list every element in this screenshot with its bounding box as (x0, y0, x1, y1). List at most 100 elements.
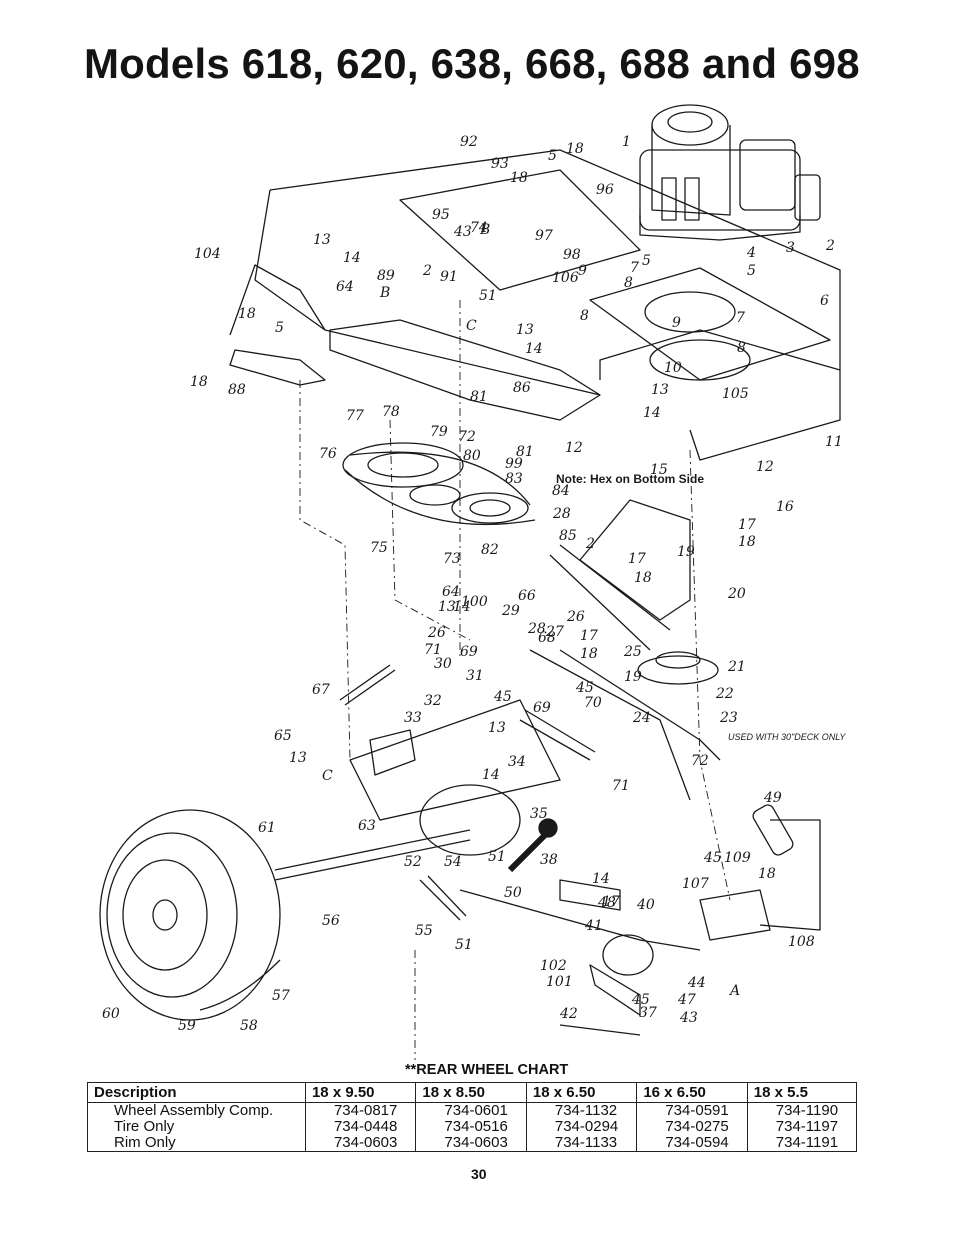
part-label: 18 (738, 534, 756, 550)
part-label: 7 (736, 310, 745, 326)
part-label: 85 (559, 528, 577, 544)
page-title: Models 618, 620, 638, 668, 688 and 698 (84, 40, 860, 87)
table-cell: 734-0601 (415, 1102, 527, 1119)
part-label: 2 (825, 238, 835, 254)
part-label: 12 (565, 440, 583, 456)
part-label: 66 (518, 588, 536, 604)
part-label: 5 (275, 320, 284, 336)
table-row: Rim Only 734-0603 734-0603 734-1133 734-… (87, 1135, 858, 1152)
part-label: 86 (513, 380, 531, 396)
part-label: 97 (535, 228, 553, 244)
part-label: 51 (455, 937, 473, 953)
rear-wheel-chart-table: Description 18 x 9.50 18 x 8.50 18 x 6.5… (87, 1082, 858, 1152)
part-label: 30 (434, 656, 452, 672)
rear-wheel-chart-heading: **REAR WHEEL CHART (405, 1062, 569, 1078)
table-row: Tire Only 734-0448 734-0516 734-0294 734… (87, 1119, 858, 1135)
part-label: 51 (488, 849, 506, 865)
part-label: 56 (322, 913, 340, 929)
engine-drawing (639, 104, 821, 241)
part-label: 31 (466, 668, 484, 684)
pulley-drawing (342, 442, 719, 685)
part-label: 60 (102, 1006, 120, 1022)
part-label: 19 (624, 669, 642, 685)
part-label: 63 (358, 818, 376, 834)
part-label: 9 (672, 315, 681, 331)
part-label: 8 (580, 308, 589, 324)
part-label: 81 (516, 444, 534, 460)
part-label: 8 (737, 340, 746, 356)
part-label: 18 (510, 170, 528, 186)
part-label: 79 (430, 424, 448, 440)
part-label: 58 (240, 1018, 258, 1034)
part-label: 80 (463, 448, 481, 464)
part-label: 23 (719, 710, 738, 726)
part-label: 42 (559, 1006, 578, 1022)
part-label: 100 (461, 594, 488, 610)
part-label: 41 (584, 918, 603, 934)
hex-note: Note: Hex on Bottom Side (556, 472, 704, 486)
part-label: 55 (415, 923, 433, 939)
part-label: 47 (677, 992, 696, 1008)
part-label: 74 (470, 220, 488, 236)
part-label: 17 (602, 894, 620, 910)
part-label: 21 (727, 659, 746, 675)
part-label: 89 (377, 268, 395, 284)
part-label: 81 (470, 389, 488, 405)
part-label: 14 (643, 405, 661, 421)
part-label: 37 (639, 1005, 657, 1021)
part-label: 18 (758, 866, 776, 882)
table-cell: Wheel Assembly Comp. (87, 1102, 306, 1119)
table-cell: 734-0448 (304, 1119, 417, 1135)
part-label: 99 (505, 456, 523, 472)
part-label: B (479, 222, 490, 238)
column-header: 18 x 8.50 (415, 1082, 527, 1103)
table-cell: 734-1190 (746, 1102, 858, 1119)
part-label: 5 (548, 148, 557, 164)
part-label: 92 (460, 134, 478, 150)
column-header: 18 x 6.50 (525, 1082, 638, 1103)
part-label: 40 (636, 897, 655, 913)
table-cell: 734-0817 (304, 1102, 417, 1119)
part-label: 33 (404, 710, 422, 726)
part-label: 27 (545, 624, 564, 640)
part-label: 5 (642, 253, 651, 269)
part-label: 2 (422, 263, 432, 279)
part-label: 14 (453, 599, 471, 615)
part-label: 64 (442, 584, 460, 600)
part-label: 45 (575, 680, 594, 696)
deck-note: USED WITH 30"DECK ONLY (728, 732, 846, 742)
part-label: 61 (258, 820, 276, 836)
part-label: 14 (343, 250, 361, 266)
part-label: 105 (722, 386, 749, 402)
part-label: 28 (552, 506, 571, 522)
part-label: 50 (504, 885, 522, 901)
part-label: A (728, 983, 740, 999)
part-label: 76 (319, 446, 337, 462)
part-label: 18 (566, 141, 584, 157)
part-label: 106 (552, 270, 579, 286)
part-label: 13 (651, 382, 669, 398)
page-number: 30 (471, 1166, 487, 1182)
part-label: 1 (622, 134, 631, 150)
part-label: 26 (427, 625, 446, 641)
part-label: 108 (788, 934, 815, 950)
part-label: 16 (776, 499, 794, 515)
part-label: 45 (703, 850, 722, 866)
column-header: 16 x 6.50 (636, 1082, 748, 1103)
part-label: 13 (289, 750, 307, 766)
part-label: 73 (443, 551, 461, 567)
part-label: 18 (238, 306, 256, 322)
table-cell: 734-0594 (636, 1135, 748, 1152)
part-label: 96 (596, 182, 614, 198)
part-label: 54 (444, 854, 462, 870)
part-label: 38 (540, 852, 558, 868)
part-label: 77 (346, 408, 364, 424)
part-label: 84 (552, 483, 570, 499)
part-label: 43 (453, 224, 472, 240)
part-label: 11 (825, 434, 843, 450)
part-label: 17 (738, 517, 756, 533)
column-header: 18 x 5.5 (746, 1082, 858, 1103)
part-label: 17 (580, 628, 598, 644)
part-label: 14 (482, 767, 500, 783)
table-cell: 734-1197 (746, 1119, 858, 1135)
